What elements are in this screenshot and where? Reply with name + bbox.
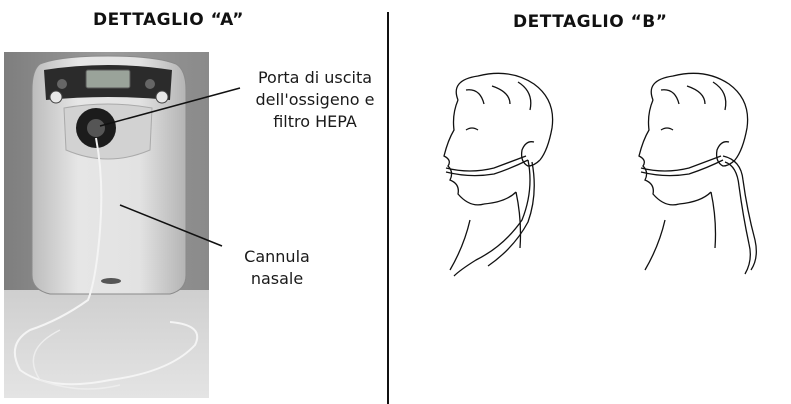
face-profile <box>638 99 680 206</box>
face-illustration-left <box>443 72 554 277</box>
photo-floor <box>4 290 209 398</box>
side-knob-right <box>155 90 169 104</box>
jaw-line <box>483 191 517 205</box>
head-outline <box>650 72 749 161</box>
brand-badge <box>101 278 121 284</box>
neck-lines <box>644 191 717 271</box>
cannula-tube-top <box>640 155 722 172</box>
cannula-callout-text: Cannula nasale <box>244 247 310 288</box>
eyebrow <box>660 127 674 131</box>
port-leader-line <box>99 87 241 127</box>
port-callout-text: Porta di uscita dell'ossigeno e filtro H… <box>255 68 375 131</box>
detail-a-title: DETTAGLIO “A” <box>93 10 244 30</box>
face-illustration-right <box>638 72 757 275</box>
panel-button-right <box>145 79 155 89</box>
cannula-tube-bottom <box>445 159 529 177</box>
cannula-callout-label: Cannula nasale <box>232 246 322 290</box>
detail-b-title: DETTAGLIO “B” <box>513 12 668 32</box>
neck-lines <box>449 191 522 271</box>
tube-down-left <box>453 159 531 277</box>
eyebrow <box>465 127 479 131</box>
display-screen <box>85 69 131 89</box>
hair-strands <box>465 81 532 111</box>
ear <box>520 141 541 167</box>
port-callout-label: Porta di uscita dell'ossigeno e filtro H… <box>236 67 394 133</box>
side-knob-left <box>49 90 63 104</box>
panel-button-left <box>57 79 67 89</box>
hepa-filter <box>87 119 105 137</box>
cannula-leader-line <box>119 204 223 247</box>
cannula-loop <box>32 329 121 390</box>
tube-behind-ear-right <box>724 161 751 275</box>
tube-down-right <box>487 161 535 267</box>
cannula-tube-bottom <box>640 159 724 177</box>
head-outline <box>455 72 554 161</box>
center-divider <box>387 12 389 404</box>
cannula-tube <box>13 137 199 386</box>
tube-behind-ear-left <box>722 155 757 271</box>
jaw-line <box>678 191 712 205</box>
face-profile <box>443 99 485 206</box>
hair-strands <box>660 81 727 111</box>
cannula-tube-top <box>445 155 527 172</box>
